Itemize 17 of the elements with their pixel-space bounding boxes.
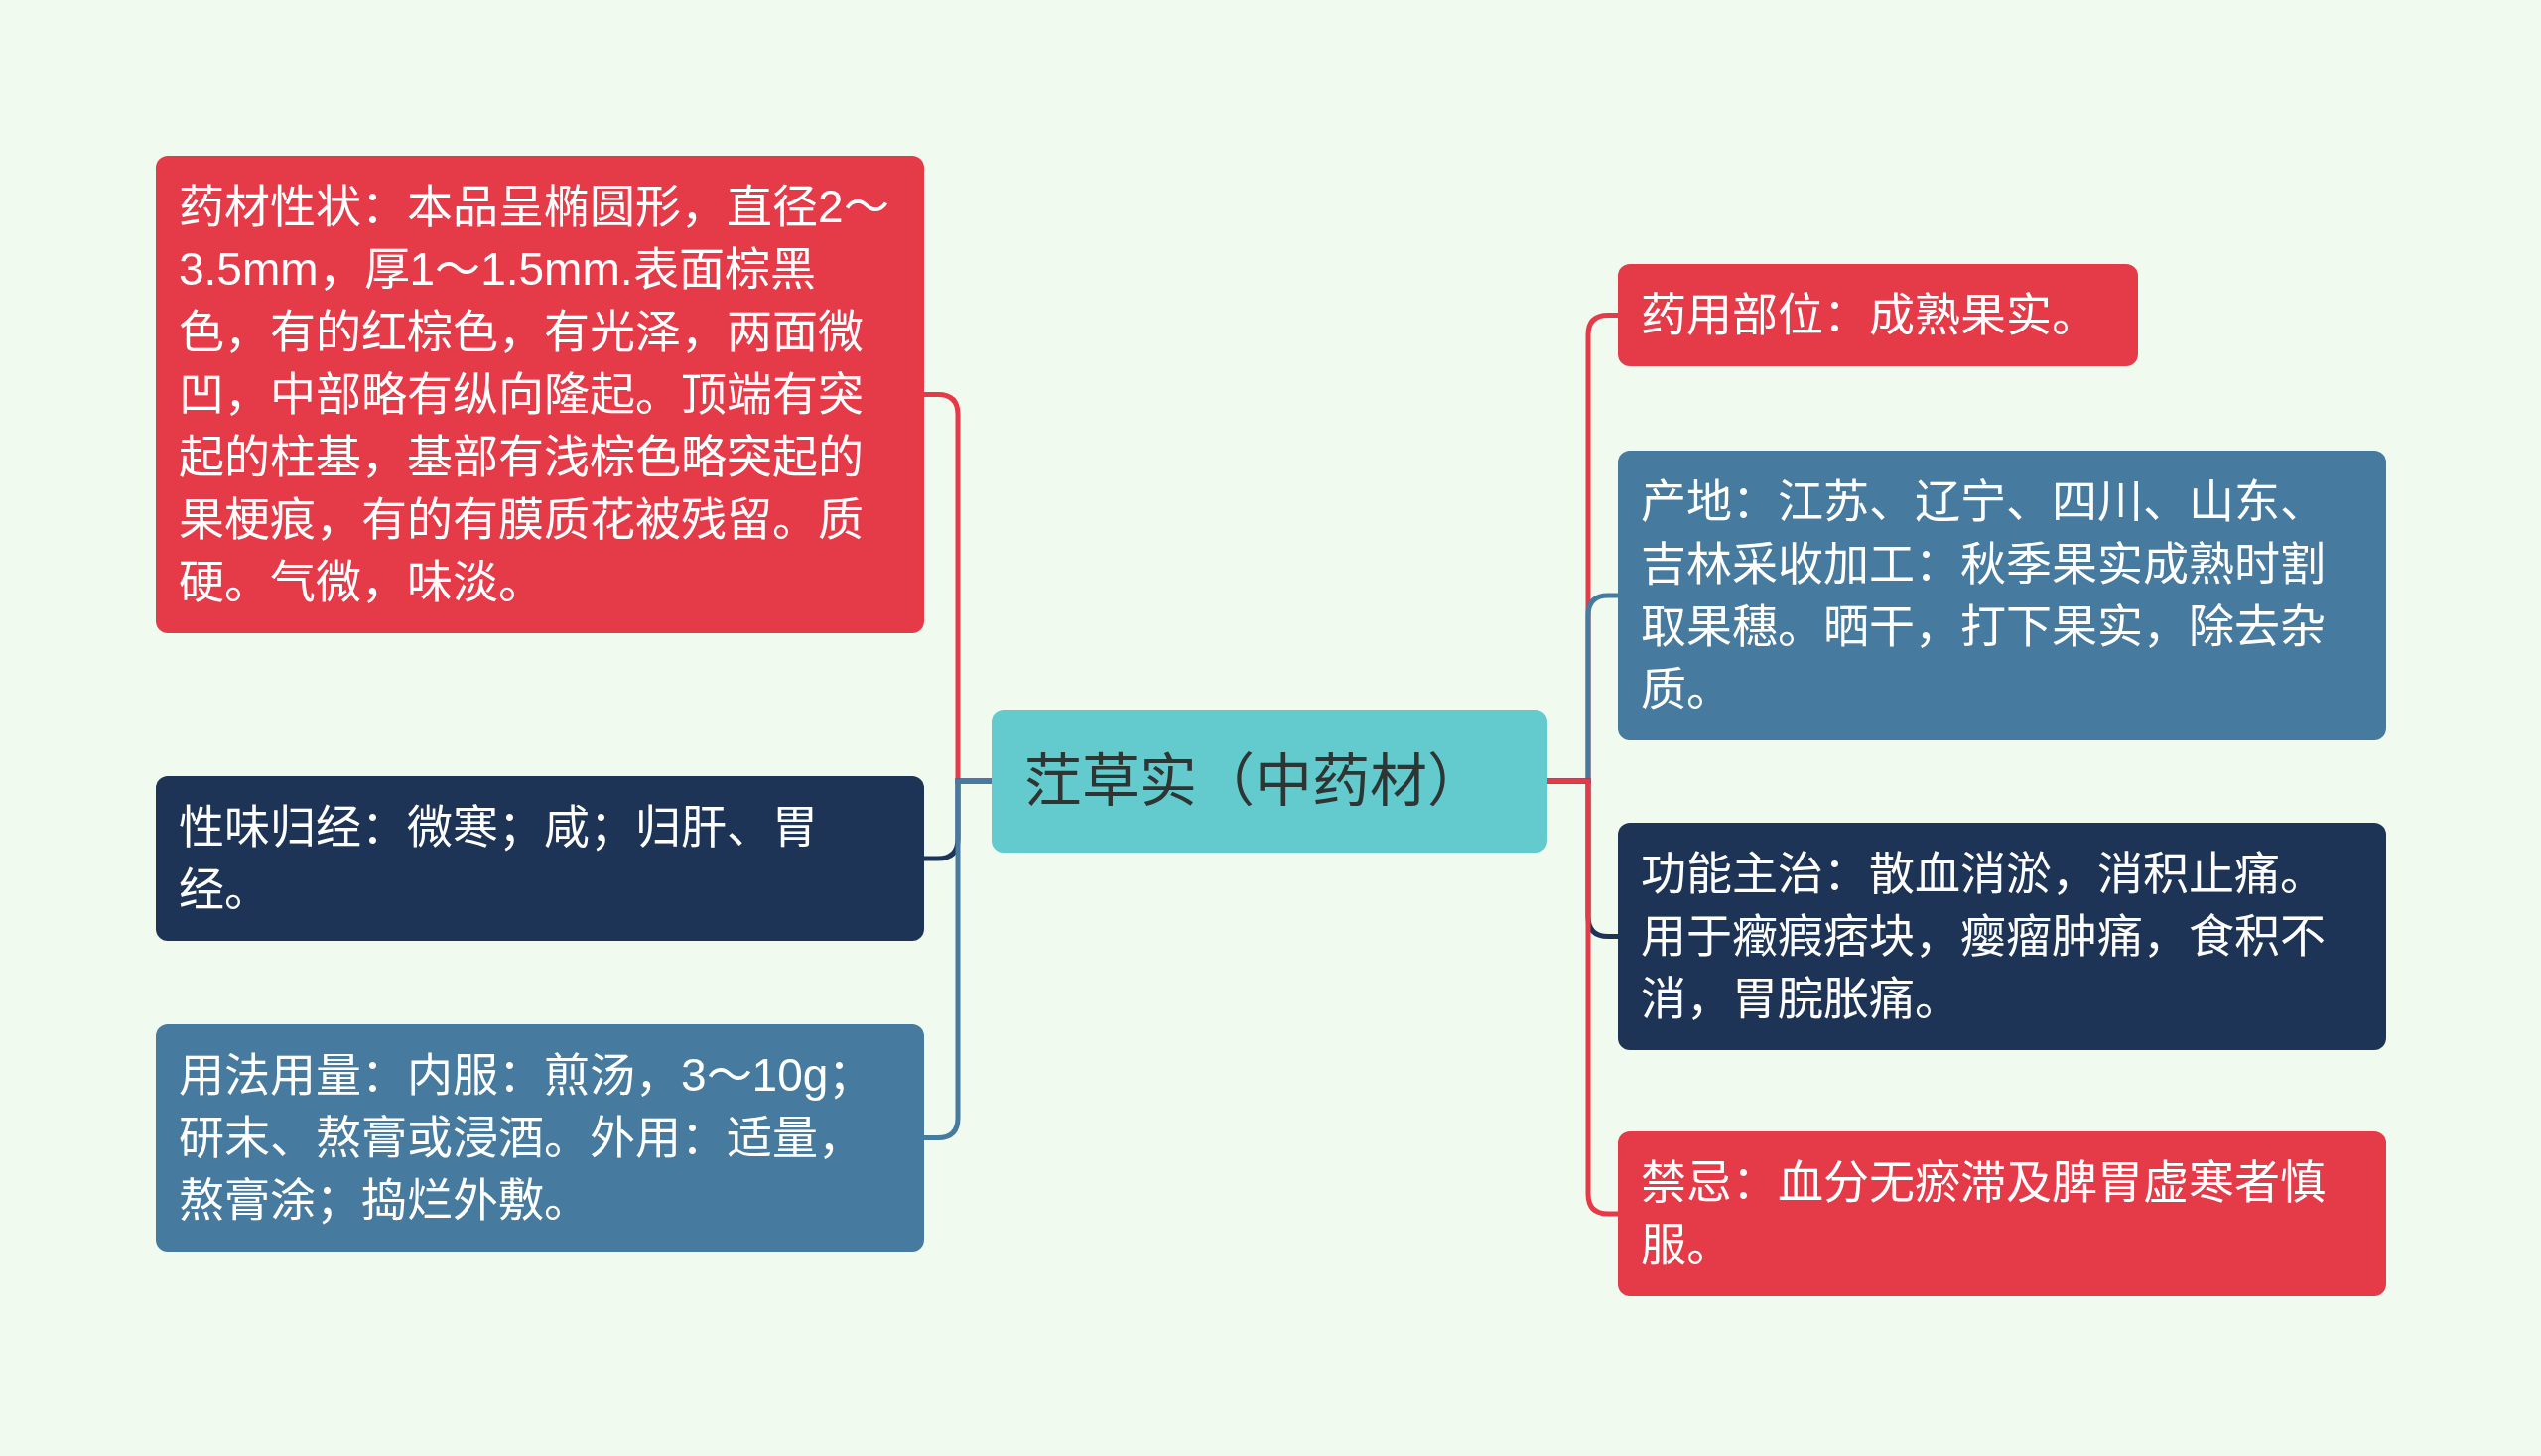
topic-text: 功能主治：散血消淤，消积止痛。用于癥瘕痞块，瘿瘤肿痛，食积不消，胃脘胀痛。 — [1641, 847, 2327, 1026]
topic-card — [156, 1024, 924, 1252]
central-topic-card — [992, 710, 1547, 853]
topic-text: 禁忌：血分无瘀滞及脾胃虚寒者慎服。 — [1641, 1155, 2327, 1272]
topic-text: 用法用量：内服：煎汤，3～10g；研末、熬膏或浸酒。外用：适量，熬膏涂；捣烂外敷。 — [179, 1048, 875, 1228]
topic-card — [1618, 451, 2386, 740]
topic-card — [156, 776, 924, 941]
topic-text: 药材性状：本品呈椭圆形，直径2～3.5mm，厚1～1.5mm.表面棕黑色，有的红棕色，有光泽，两面微凹，中部略有纵向隆起。顶端有突起的柱基，基部有浅棕色略突起的果梗痕，有的有膜质花被残留。质硬。气微，味淡。 — [179, 180, 890, 609]
topic-text: 产地：江苏、辽宁、四川、山东、吉林采收加工：秋季果实成熟时割取果穗。晒干，打下果实，除去杂质。 — [1641, 474, 2327, 717]
topic-card — [1618, 264, 2138, 366]
topic-text: 药用部位：成熟果实。 — [1641, 288, 2098, 342]
topic-text: 茳草实（中药材） — [1024, 747, 1486, 816]
topic-card — [1618, 1131, 2386, 1296]
topic-text: 性味归经：微寒；咸；归肝、胃经。 — [179, 800, 819, 917]
topic-card — [1618, 823, 2386, 1050]
topic-card — [156, 156, 924, 633]
connector-line — [1547, 778, 1618, 1217]
